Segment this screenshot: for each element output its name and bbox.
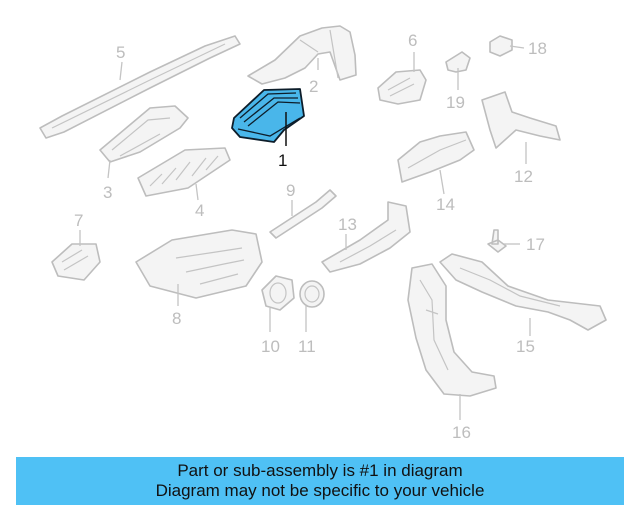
callout-10: 10: [261, 337, 280, 356]
part-16-floor-duct[interactable]: [407, 263, 497, 397]
part-13-floor-duct[interactable]: [321, 201, 411, 273]
part-1-center-vent[interactable]: [231, 88, 305, 143]
callout-1: 1: [278, 151, 287, 170]
part-3-center-panel[interactable]: [99, 105, 189, 163]
callout-15: 15: [516, 337, 535, 356]
part-8-center-panel[interactable]: [135, 229, 263, 299]
callout-4: 4: [195, 201, 204, 220]
callout-6: 6: [408, 31, 417, 50]
callout-19: 19: [446, 93, 465, 112]
callout-7: 7: [74, 211, 83, 230]
banner-line-2: Diagram may not be specific to your vehi…: [155, 481, 485, 500]
part-5-dash-trim[interactable]: [39, 35, 241, 139]
part-10-bracket[interactable]: [261, 275, 295, 311]
callout-9: 9: [286, 181, 295, 200]
part-19-clip[interactable]: [445, 51, 471, 73]
callout-3: 3: [103, 183, 112, 202]
part-7-small-vent[interactable]: [51, 243, 101, 281]
callout-11: 11: [298, 337, 316, 356]
callout-8: 8: [172, 309, 181, 328]
callout-5: 5: [116, 43, 125, 62]
callout-17: 17: [526, 235, 545, 254]
callout-2: 2: [309, 77, 318, 96]
part-12-rear-duct[interactable]: [481, 91, 561, 149]
part-18-sensor[interactable]: [489, 35, 513, 57]
callout-12: 12: [514, 167, 533, 186]
part-15-rear-floor-duct[interactable]: [439, 253, 607, 331]
part-9-rod[interactable]: [269, 189, 337, 239]
parts-diagram: 1 2 3 4 5 6 7 8 9 10 11 12 13 14 15 16 1…: [39, 25, 607, 442]
part-17-bolt[interactable]: [487, 229, 507, 253]
part-6-side-vent[interactable]: [377, 69, 427, 105]
leader-lines: [79, 45, 531, 420]
callout-18: 18: [528, 39, 547, 58]
info-banner: Part or sub-assembly is #1 in diagram Di…: [16, 457, 624, 505]
part-2-defroster-duct[interactable]: [247, 25, 357, 85]
part-4-grille[interactable]: [137, 147, 231, 197]
callout-14: 14: [436, 195, 455, 214]
banner-line-1: Part or sub-assembly is #1 in diagram: [177, 461, 463, 480]
callout-13: 13: [338, 215, 357, 234]
callout-16: 16: [452, 423, 471, 442]
callout-numbers: 1 2 3 4 5 6 7 8 9 10 11 12 13 14 15 16 1…: [74, 31, 547, 442]
part-11-ring[interactable]: [299, 280, 325, 308]
part-14-console-duct[interactable]: [397, 131, 475, 183]
